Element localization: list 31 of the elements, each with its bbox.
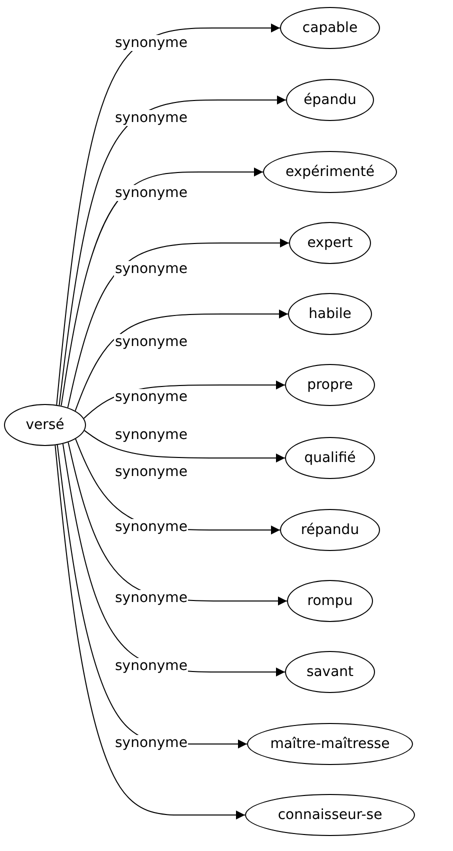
edge-label: synonyme [114, 735, 188, 751]
node-text: rompu [307, 593, 353, 609]
arrow [54, 444, 246, 820]
node-text: qualifié [304, 450, 356, 466]
edge-label: synonyme [114, 658, 188, 674]
arrow [84, 430, 286, 462]
node-text: versé [26, 417, 64, 433]
node-text: épandu [304, 92, 356, 108]
edge-label: synonyme [114, 519, 188, 535]
node-text: expert [307, 235, 353, 251]
node-text: expérimenté [285, 164, 375, 180]
edge-label: synonyme [114, 389, 188, 405]
node-text: savant [306, 664, 354, 680]
arrow [60, 168, 264, 406]
edge-label: synonyme [114, 590, 188, 606]
arrow [67, 238, 290, 408]
edge-label: synonyme [114, 185, 188, 201]
node-text: connaisseur-se [278, 807, 382, 823]
edge-label: synonyme [114, 334, 188, 350]
edge-label: synonyme [114, 35, 188, 51]
arrow [58, 96, 286, 406]
arrow [74, 310, 288, 412]
edge-label: synonyme [114, 261, 188, 277]
edge-label: synonyme [114, 110, 188, 126]
node-text: habile [308, 306, 352, 322]
arrow [56, 24, 280, 406]
word-ellipse [4, 404, 86, 446]
node-text: maître-maîtresse [270, 736, 390, 752]
node-text: capable [302, 20, 358, 36]
node-text: propre [307, 377, 353, 393]
node-text: répandu [300, 522, 360, 538]
